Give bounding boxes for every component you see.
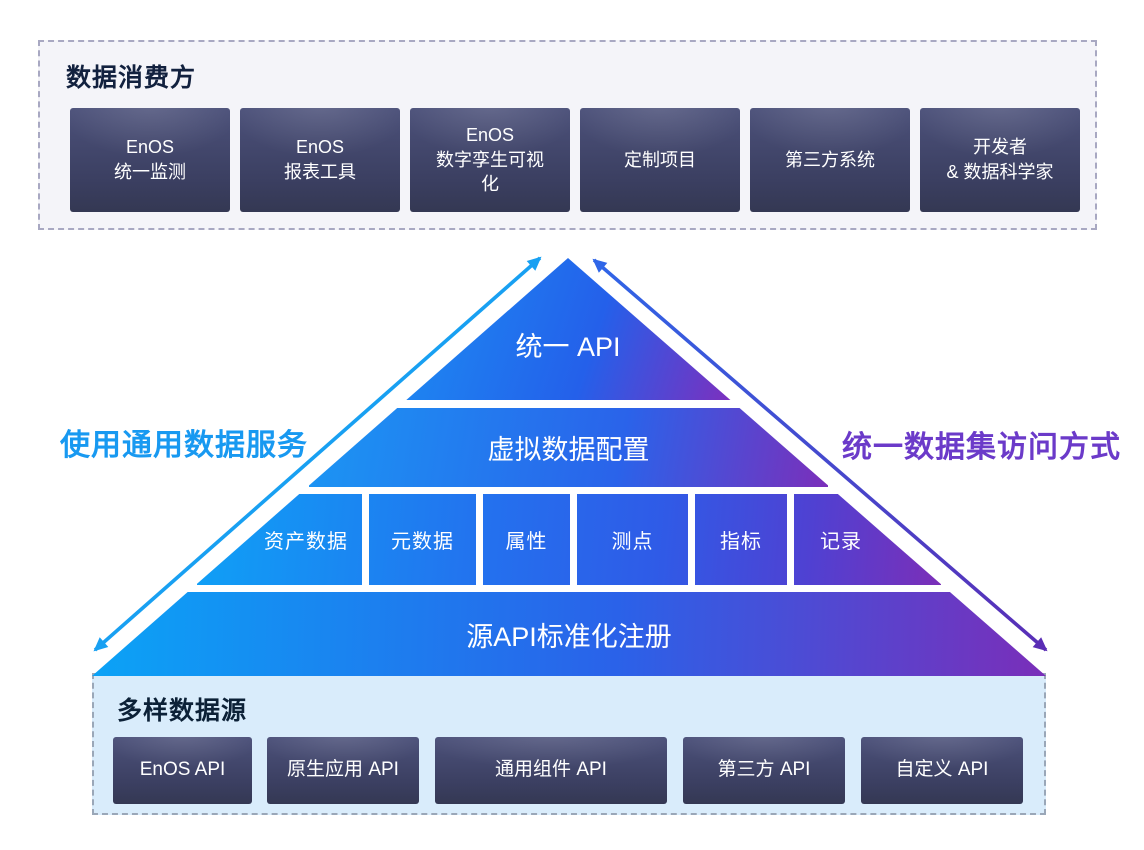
pyramid-layer-data-cells (197, 494, 941, 585)
cell-divider (787, 494, 794, 585)
consumer-box-third-party-systems: 第三方系统 (750, 108, 910, 212)
consumer-box-label: EnOS 数字孪生可视 化 (436, 124, 544, 195)
cell-attributes: 属性 (505, 531, 548, 553)
pyramid-layer-virtual-data-config: 虚拟数据配置 (309, 408, 828, 487)
source-box-native-app-api: 原生应用 API (267, 737, 419, 804)
source-box-common-component-api: 通用组件 API (435, 737, 667, 804)
source-box-label: 自定义 API (895, 759, 989, 781)
consumer-box-enos-reporting: EnOS 报表工具 (240, 108, 400, 212)
pyramid-layer-source-api-registration: 源API标准化注册 (92, 592, 1046, 676)
cell-divider (362, 494, 369, 585)
source-box-third-party-api: 第三方 API (683, 737, 845, 804)
cell-divider (570, 494, 577, 585)
virtual-data-config-label: 虚拟数据配置 (487, 435, 650, 465)
consumer-box-developers-data-scientists: 开发者 & 数据科学家 (920, 108, 1080, 212)
cell-divider (476, 494, 483, 585)
cell-metadata: 元数据 (391, 531, 454, 553)
left-side-label: 使用通用数据服务 (60, 429, 308, 462)
pyramid-layer-unified-api: 统一 API (405, 258, 731, 400)
consumer-box-label: 开发者 & 数据科学家 (946, 137, 1054, 182)
data-sources-panel: 多样数据源 EnOS API 原生应用 API 通用组件 API 第三方 API… (92, 673, 1046, 815)
right-side-label: 统一数据集访问方式 (842, 431, 1121, 464)
cell-records: 记录 (820, 531, 862, 553)
cell-indicators: 指标 (720, 531, 762, 553)
source-box-label: EnOS API (139, 759, 226, 781)
cell-divider (688, 494, 695, 585)
source-box-label: 第三方 API (717, 759, 811, 781)
source-box-enos-api: EnOS API (113, 737, 252, 804)
consumer-box-enos-digital-twin: EnOS 数字孪生可视 化 (410, 108, 570, 212)
cell-asset-data: 资产数据 (264, 531, 348, 553)
consumer-box-label: 定制项目 (624, 149, 696, 170)
sources-panel-title: 多样数据源 (117, 697, 248, 725)
source-box-custom-api: 自定义 API (861, 737, 1023, 804)
cell-measure-points: 测点 (611, 531, 654, 553)
unified-api-label: 统一 API (515, 332, 621, 362)
consumer-box-enos-monitoring: EnOS 统一监测 (70, 108, 230, 212)
source-box-label: 通用组件 API (495, 759, 607, 781)
consumer-box-custom-projects: 定制项目 (580, 108, 740, 212)
consumers-panel-title: 数据消费方 (66, 64, 197, 92)
data-consumers-panel: 数据消费方 EnOS 统一监测 EnOS 报表工具 EnOS 数字孪生可视 化 … (38, 40, 1097, 230)
source-api-registration-label: 源API标准化注册 (466, 621, 672, 652)
consumer-box-label: 第三方系统 (785, 149, 875, 170)
source-box-label: 原生应用 API (287, 759, 399, 781)
consumer-box-label: EnOS 统一监测 (114, 137, 186, 182)
consumer-box-label: EnOS 报表工具 (284, 137, 356, 182)
